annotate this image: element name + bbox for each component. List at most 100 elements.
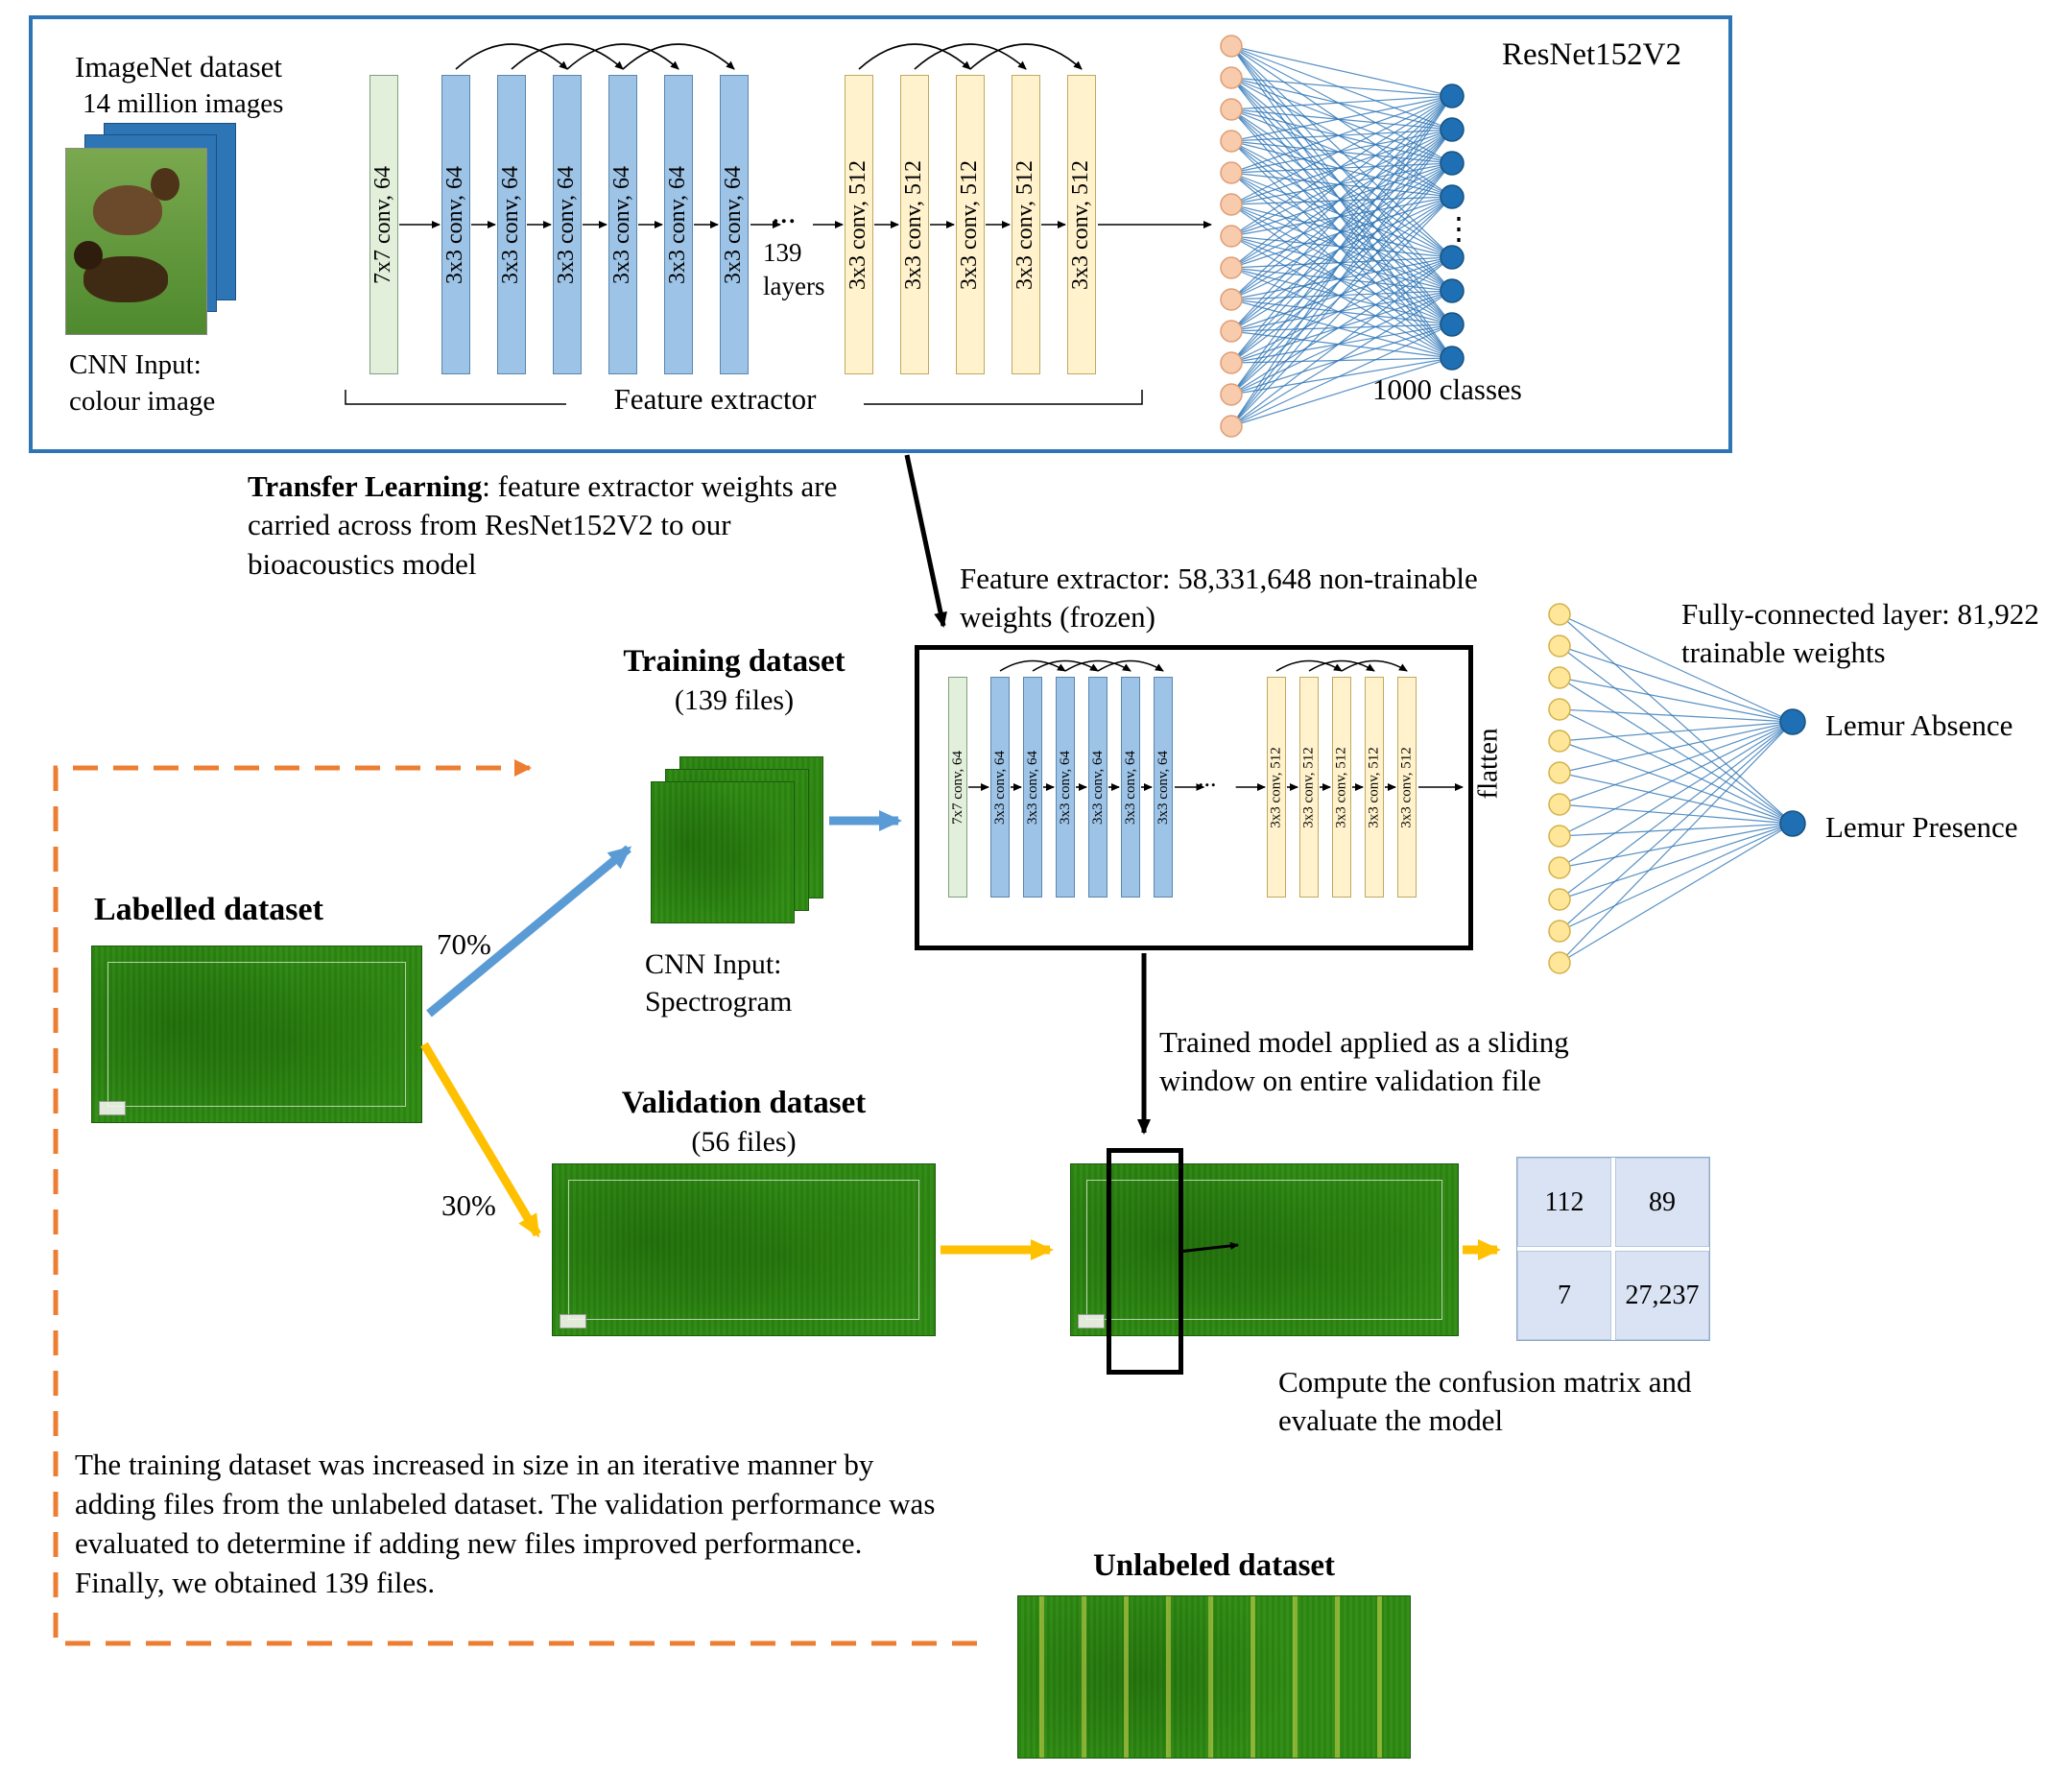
cnn-input-spectrogram-caption: CNN Input: Spectrogram <box>645 948 793 1018</box>
conv-layer-bar: 3x3 conv, 64 <box>553 75 582 374</box>
network-edge <box>1559 708 1794 723</box>
conv-layer-bar: 3x3 conv, 512 <box>956 75 985 374</box>
training-spectrogram-stack <box>651 756 828 929</box>
transfer-learning-lead: Transfer Learning <box>248 469 483 503</box>
spectrogram-frame <box>1086 1180 1442 1320</box>
confusion-caption: Compute the confusion matrix and evaluat… <box>1278 1365 1692 1438</box>
conv-layer-label: 3x3 conv, 512 <box>1012 159 1038 290</box>
conv-layer-bar: 3x3 conv, 64 <box>497 75 526 374</box>
network-edge <box>1559 708 1794 825</box>
conv-layer-bar: 7x7 conv, 64 <box>369 75 398 374</box>
network-output-node <box>1779 708 1806 735</box>
network-node <box>1548 666 1571 689</box>
conv-layer-bar: 3x3 conv, 512 <box>1299 677 1319 898</box>
imagenet-size-label: 14 million images <box>83 88 284 119</box>
network-edge <box>1559 823 1794 932</box>
network-edge <box>1559 803 1794 825</box>
network-node <box>1548 825 1571 848</box>
network-edge <box>1559 823 1794 964</box>
network-node <box>1548 698 1571 721</box>
conv-layer-label: 7x7 conv, 64 <box>949 750 965 825</box>
network-node <box>1548 856 1571 879</box>
resnet-title: ResNet152V2 <box>1502 37 1681 72</box>
confusion-cell: 27,237 <box>1615 1251 1709 1340</box>
conv-layer-label: 3x3 conv, 512 <box>1068 159 1094 290</box>
network-edge <box>1559 721 1794 932</box>
transfer-weights-arrow <box>904 454 947 628</box>
conv-layer-label: 3x3 conv, 64 <box>665 165 691 284</box>
network-edge <box>1559 721 1794 805</box>
conv-layer-label: 3x3 conv, 64 <box>609 165 635 284</box>
lemur-presence-label: Lemur Presence <box>1825 810 2018 844</box>
conv-layer-bar: 3x3 conv, 512 <box>1397 677 1417 898</box>
validation-split-label: 30% <box>441 1188 496 1222</box>
spectrogram-watermark <box>99 1101 126 1115</box>
frozen-weights-note: Feature extractor: 58,331,648 non-traina… <box>960 562 1478 635</box>
conv-layer-label: 3x3 conv, 64 <box>721 165 747 284</box>
network-node <box>1548 635 1571 658</box>
conv-layer-label: 3x3 conv, 64 <box>554 165 580 284</box>
cnn-input-colour-caption: CNN Input: colour image <box>69 349 216 417</box>
conv-layer-bar: 3x3 conv, 64 <box>608 75 637 374</box>
flatten-label: flatten <box>1472 728 1504 800</box>
training-split-label: 70% <box>437 927 491 961</box>
transfer-learning-rest: : feature extractor weights are carried … <box>248 469 838 581</box>
validation-dataset-subtitle: (56 files) <box>691 1126 797 1158</box>
conv-layer-label: 3x3 conv, 64 <box>1089 750 1106 825</box>
conv-layer-label: 3x3 conv, 512 <box>957 159 983 290</box>
network-edge <box>1559 721 1794 837</box>
spectrogram-frame <box>568 1180 919 1320</box>
spectrogram-watermark <box>1078 1314 1105 1329</box>
resnet-panel <box>29 15 1732 453</box>
conv-layer-label: 3x3 conv, 64 <box>1155 750 1171 825</box>
confusion-matrix: 112 89 7 27,237 <box>1516 1157 1710 1341</box>
labelled-spectrogram <box>91 946 422 1123</box>
network-node <box>1548 920 1571 943</box>
confusion-cell: 112 <box>1517 1158 1611 1247</box>
classes-label: 1000 classes <box>1372 372 1522 406</box>
network-edge <box>1559 823 1794 869</box>
validation-spectrogram <box>552 1163 936 1336</box>
dog-photo <box>65 148 207 335</box>
conv-layer-bar: 3x3 conv, 64 <box>1121 677 1140 898</box>
imagenet-dataset-label: ImageNet dataset <box>75 50 283 84</box>
conv-layer-label: 3x3 conv, 512 <box>1366 746 1382 828</box>
network-edge <box>1559 740 1794 825</box>
conv-layer-label: 3x3 conv, 64 <box>1122 750 1138 825</box>
network-node <box>1548 951 1571 974</box>
conv-layer-bar: 3x3 conv, 64 <box>720 75 749 374</box>
network-edge <box>1559 721 1794 774</box>
conv-layer-bar: 3x3 conv, 64 <box>1088 677 1107 898</box>
network-edge <box>1559 721 1794 900</box>
conv-layer-bar: 3x3 conv, 64 <box>990 677 1010 898</box>
conv-layer-bar: 3x3 conv, 512 <box>1332 677 1351 898</box>
conv-layer-label: 3x3 conv, 512 <box>1268 746 1284 828</box>
conv-layer-bar: 3x3 conv, 64 <box>1056 677 1075 898</box>
feature-extractor-label: Feature extractor <box>566 380 864 419</box>
iteration-note: The training dataset was increased in si… <box>75 1448 936 1599</box>
unlabeled-dataset-title: Unlabeled dataset <box>1092 1548 1336 1583</box>
conv-layer-label: 3x3 conv, 64 <box>1057 750 1073 825</box>
network-node <box>1548 793 1571 816</box>
confusion-cell: 7 <box>1517 1251 1611 1340</box>
imagenet-photo-stack <box>65 123 243 342</box>
conv-layer-bar: 7x7 conv, 64 <box>948 677 967 898</box>
conv-layer-label: 3x3 conv, 64 <box>991 750 1008 825</box>
conv-layer-bar: 3x3 conv, 64 <box>1154 677 1173 898</box>
network-edge <box>1559 677 1794 825</box>
network-edge <box>1559 823 1794 837</box>
training-dataset-title: Training dataset <box>623 644 845 679</box>
network-edge <box>1559 772 1794 825</box>
network-node <box>1548 730 1571 753</box>
conv-layer-bar: 3x3 conv, 512 <box>1365 677 1384 898</box>
unlabeled-spectrogram <box>1017 1595 1411 1759</box>
conv-layer-bar: 3x3 conv, 64 <box>1023 677 1042 898</box>
sliding-window-rect <box>1107 1148 1183 1375</box>
conv-layer-label: 3x3 conv, 64 <box>498 165 524 284</box>
dog-shape <box>93 185 162 235</box>
network-node <box>1548 603 1571 626</box>
network-edge <box>1559 721 1794 869</box>
dog-head-shape <box>151 168 179 201</box>
layers-count-note: 139 layers <box>763 238 825 301</box>
